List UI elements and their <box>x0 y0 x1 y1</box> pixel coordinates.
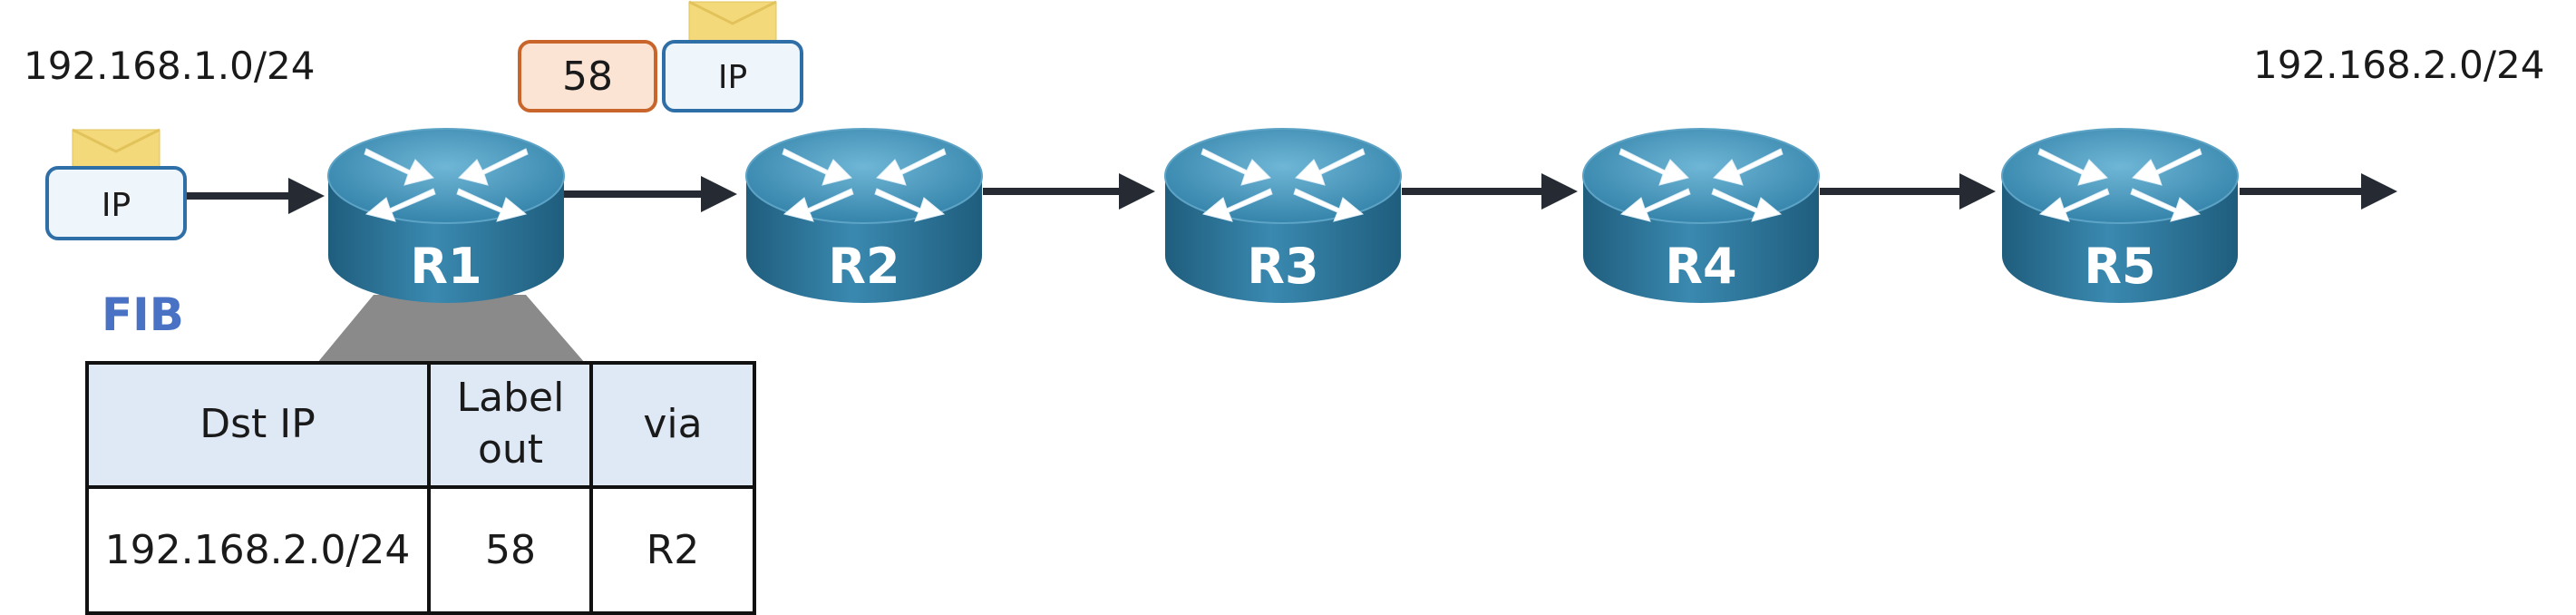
left-network-label: 192.168.1.0/24 <box>24 44 315 88</box>
fib-header-via: via <box>643 401 702 447</box>
envelope-icon <box>71 128 161 171</box>
router-r3: R3 <box>1164 128 1402 304</box>
fib-header-label-line1: Label <box>457 375 565 421</box>
labeled-packet: 58 IP <box>518 0 803 112</box>
fib-header-bg <box>87 363 754 487</box>
fib-cell-via: R2 <box>646 527 700 573</box>
router-label: R5 <box>2084 238 2155 295</box>
fib-connector <box>317 295 585 363</box>
router-label: R4 <box>1665 238 1736 295</box>
labeled-ip-label: IP <box>718 59 747 96</box>
router-label: R3 <box>1247 238 1318 295</box>
router-r4: R4 <box>1582 128 1820 304</box>
fib-header-dst: Dst IP <box>199 401 316 447</box>
mpls-label-value: 58 <box>562 54 613 100</box>
right-network-label: 192.168.2.0/24 <box>2253 43 2544 87</box>
fib-table: Dst IP Label out via 192.168.2.0/24 58 R… <box>85 361 756 615</box>
router-r5: R5 <box>2001 128 2239 304</box>
router-r2: R2 <box>745 128 983 304</box>
router-r1: R1 <box>327 128 565 304</box>
fib-header-label-line2: out <box>478 426 543 473</box>
incoming-ip-label: IP <box>102 187 131 224</box>
links <box>187 173 2397 214</box>
fib-title: FIB <box>102 288 184 341</box>
fib-cell-label: 58 <box>485 527 536 573</box>
envelope-icon <box>687 0 778 44</box>
fib-cell-dst: 192.168.2.0/24 <box>105 527 411 573</box>
incoming-packet: IP <box>45 128 187 240</box>
router-label: R1 <box>410 238 481 295</box>
router-label: R2 <box>828 238 899 295</box>
